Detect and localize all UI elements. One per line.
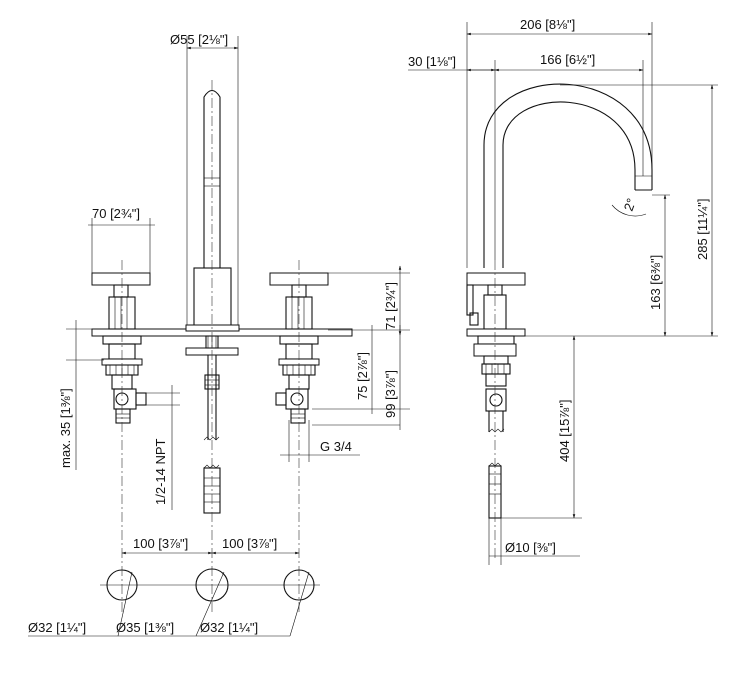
dim-swivel-angle: 2°	[621, 196, 639, 213]
front-view: Ø55 [2⅛"] 70 [2¾"] 71 [2¾"] 75 [2⅞"] 99 …	[28, 32, 410, 637]
dim-spacing-right: 100 [3⅞"]	[222, 536, 277, 551]
dim-top-width: Ø55 [2⅛"]	[170, 32, 228, 47]
dim-g-thread: G 3/4	[320, 439, 352, 454]
dim-max-deck: max. 35 [1⅜"]	[58, 388, 73, 468]
dim-hole-left: Ø32 [1¼"]	[28, 620, 86, 635]
dim-supply-length: 404 [15⅞"]	[557, 400, 572, 462]
center-spout	[185, 89, 240, 514]
spout-inner	[502, 101, 636, 268]
dim-handle-height: 71 [2¾"]	[383, 282, 398, 330]
dim-spout-reach-total: 206 [8⅛"]	[520, 17, 575, 32]
spout-outer	[483, 83, 653, 268]
dim-valve-depth: 75 [2⅞"]	[355, 352, 370, 400]
dim-supply-diameter: Ø10 [⅜"]	[505, 540, 556, 555]
left-valve	[91, 272, 151, 424]
dim-spout-reach: 166 [6½"]	[540, 52, 595, 67]
dim-valve-total: 99 [3⅞"]	[383, 370, 398, 418]
dim-hole-center: Ø35 [1⅜"]	[116, 620, 174, 635]
side-view: 2° 206 [8⅛"]	[408, 17, 718, 565]
dim-spout-height: 285 [11¼"]	[695, 199, 710, 260]
dim-outlet-height: 163 [6⅜"]	[648, 255, 663, 310]
dim-npt: 1/2-14 NPT	[153, 438, 168, 505]
dim-spacing-left: 100 [3⅞"]	[133, 536, 188, 551]
dim-hole-right: Ø32 [1¼"]	[200, 620, 258, 635]
dim-handle-width: 70 [2¾"]	[92, 206, 140, 221]
dim-spout-base-offset: 30 [1⅛"]	[408, 54, 456, 69]
